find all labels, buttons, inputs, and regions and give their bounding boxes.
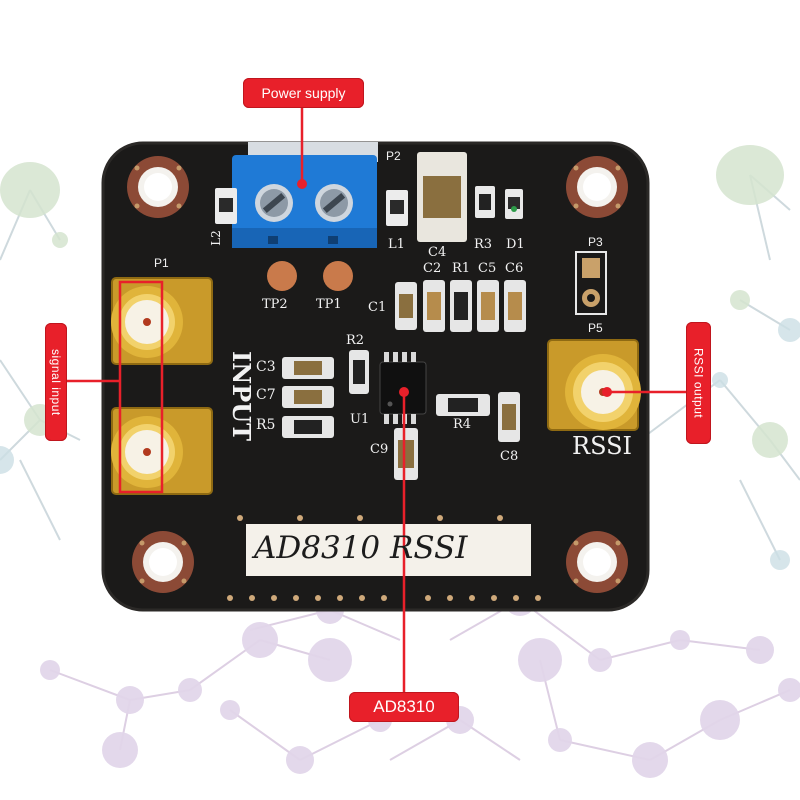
capacitor-c4 <box>417 152 467 242</box>
capacitor-c3 <box>282 357 334 379</box>
capacitor-c6 <box>504 280 526 332</box>
callout-ad8310: AD8310 <box>349 692 459 722</box>
test-point-tp2 <box>267 261 297 291</box>
sma-connector-rssi <box>547 339 641 431</box>
test-point-tp1 <box>323 261 353 291</box>
resistor-r4 <box>436 394 490 416</box>
label-p2: P2 <box>386 149 401 163</box>
label-l1: L1 <box>388 237 405 252</box>
capacitor-c2 <box>423 280 445 332</box>
mounting-hole <box>566 156 628 218</box>
label-r2: R2 <box>346 333 365 348</box>
inductor-l2 <box>215 188 237 224</box>
resistor-r3 <box>475 186 495 218</box>
label-tp1: TP1 <box>316 297 342 312</box>
inductor-l1 <box>386 190 408 226</box>
label-c2: C2 <box>423 261 442 276</box>
label-c1: C1 <box>368 300 387 315</box>
mounting-hole <box>127 156 189 218</box>
label-p3: P3 <box>588 235 603 249</box>
label-r1: R1 <box>452 261 471 276</box>
label-input: INPUT <box>227 351 256 441</box>
pcb-board <box>103 143 648 610</box>
label-r5: R5 <box>256 417 276 433</box>
label-l2: L2 <box>208 230 223 246</box>
label-p1: P1 <box>154 256 169 270</box>
callout-power-supply: Power supply <box>243 78 364 108</box>
label-c7: C7 <box>256 387 276 403</box>
callout-rssi-output: RSSI output <box>686 322 711 444</box>
power-terminal-block <box>232 142 378 248</box>
label-c9: C9 <box>370 442 389 457</box>
label-r4: R4 <box>453 417 472 432</box>
board-title: AD8310 RSSI <box>254 530 468 566</box>
board-title-plate <box>246 524 531 576</box>
resistor-r2 <box>349 350 369 394</box>
mounting-hole <box>566 531 628 593</box>
label-tp2: TP2 <box>262 297 288 312</box>
capacitor-c9 <box>394 428 418 480</box>
label-d1: D1 <box>506 237 525 252</box>
resistor-r5 <box>282 416 334 438</box>
label-c8: C8 <box>500 449 519 464</box>
label-c5: C5 <box>478 261 497 276</box>
callout-signal-input: signal input <box>45 323 67 441</box>
label-u1: U1 <box>350 412 370 427</box>
label-c3: C3 <box>256 359 276 375</box>
capacitor-c7 <box>282 386 334 408</box>
label-rssi: RSSI <box>572 432 633 460</box>
label-r3: R3 <box>474 237 493 252</box>
resistor-r1 <box>450 280 472 332</box>
mounting-hole <box>132 531 194 593</box>
capacitor-c5 <box>477 280 499 332</box>
label-c6: C6 <box>505 261 524 276</box>
callout-lines <box>65 108 686 695</box>
led-d1 <box>505 189 523 219</box>
header-p3 <box>575 251 607 315</box>
capacitor-c8 <box>498 392 520 442</box>
label-c4: C4 <box>428 245 447 260</box>
capacitor-c1 <box>395 282 417 330</box>
label-p5: P5 <box>588 321 603 335</box>
